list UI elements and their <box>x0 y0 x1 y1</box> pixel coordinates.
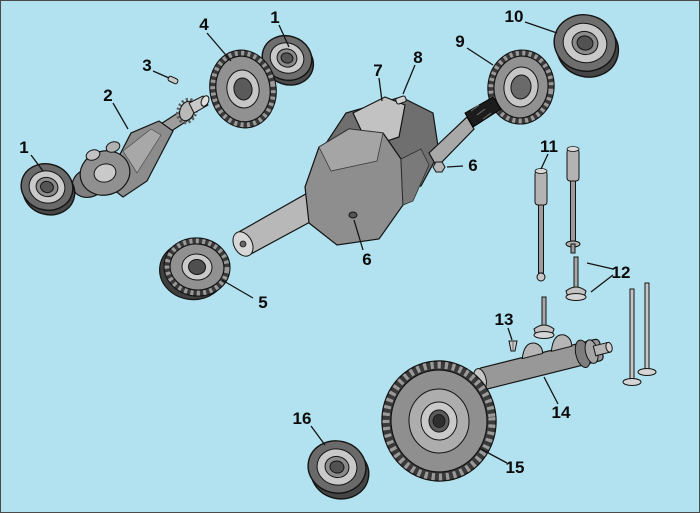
valve-12-c-icon <box>622 288 642 386</box>
callout-5: 5 <box>258 293 267 312</box>
bearing-1-left-icon <box>20 163 76 216</box>
gear-9-icon <box>487 49 555 125</box>
callout-16: 16 <box>293 409 312 428</box>
oil-hole-6-icon <box>348 211 358 219</box>
valve-12-d-icon <box>637 282 657 376</box>
bearing-1-top-icon <box>261 34 315 86</box>
callout-15: 15 <box>506 458 525 477</box>
leader-lines <box>30 21 614 464</box>
camshaft-14-icon <box>473 334 613 391</box>
callout-1-left: 1 <box>19 138 28 157</box>
valve-12-a-icon <box>565 256 587 301</box>
callout-13: 13 <box>495 310 514 329</box>
gear-5-icon <box>159 237 231 301</box>
callout-4: 4 <box>199 15 209 34</box>
tappet-11-left-icon <box>534 168 548 282</box>
callout-2: 2 <box>103 86 112 105</box>
valve-12-b-icon <box>533 296 555 339</box>
callout-12: 12 <box>612 263 631 282</box>
collet-13-icon <box>508 340 518 352</box>
bearing-16-icon <box>307 440 370 500</box>
callout-14: 14 <box>552 403 571 422</box>
callout-11: 11 <box>540 137 558 156</box>
gear-4-icon <box>209 49 277 129</box>
callout-7: 7 <box>373 61 382 80</box>
callout-1-top: 1 <box>270 8 279 27</box>
key-8-icon <box>395 95 407 105</box>
nut-6-icon <box>432 161 446 173</box>
callout-6-bottom: 6 <box>362 250 371 269</box>
callout-10: 10 <box>505 7 524 26</box>
gear-15-icon <box>381 360 497 482</box>
callout-8: 8 <box>413 48 422 67</box>
connecting-rod-2-icon <box>71 95 210 198</box>
tappet-11-right-icon <box>565 146 581 254</box>
callout-6-right: 6 <box>468 156 477 175</box>
crankshaft-7-icon <box>232 96 502 257</box>
callout-9: 9 <box>455 32 464 51</box>
callout-3: 3 <box>142 56 151 75</box>
bearing-10-icon <box>553 14 620 78</box>
callouts: 1 4 3 2 1 10 9 8 7 6 6 5 11 12 13 14 15 … <box>19 7 630 477</box>
